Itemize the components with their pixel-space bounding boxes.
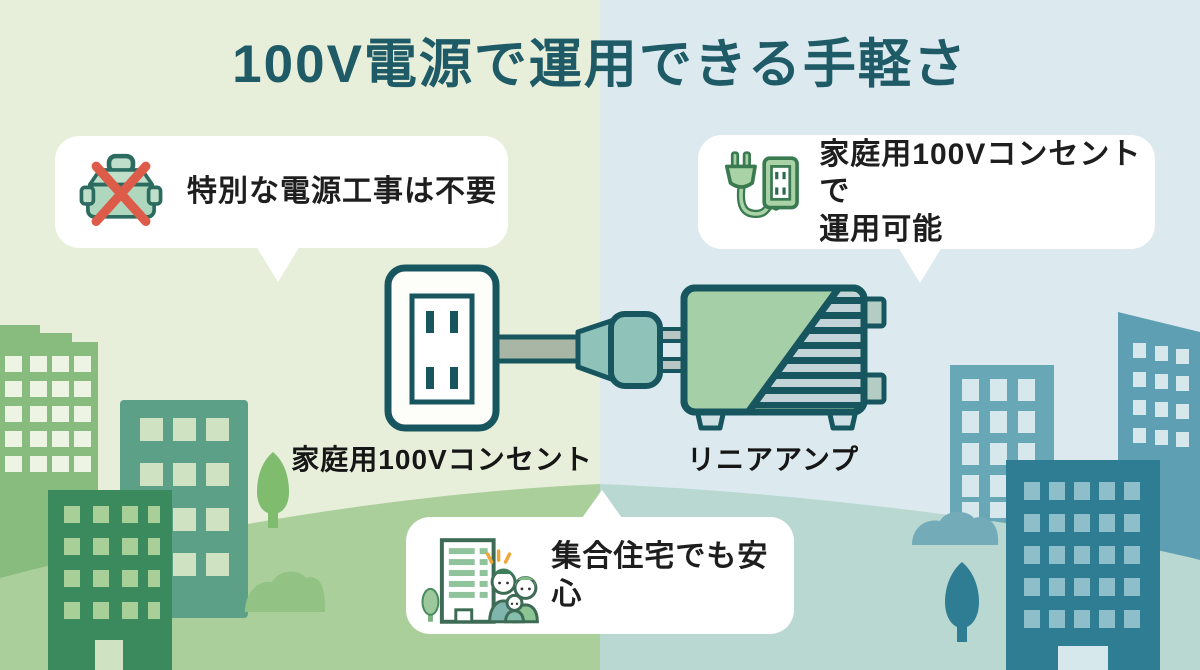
red-cross-icon — [91, 161, 151, 227]
callout-right-line2: 運用可能 — [819, 212, 944, 246]
right-front-building — [1006, 460, 1160, 670]
right-bush — [912, 511, 999, 545]
callout-household-outlet: 家庭用100Vコンセントで 運用可能 — [698, 135, 1155, 283]
toolbox-crossed-icon — [79, 153, 163, 227]
plug-outlet-icon — [724, 151, 799, 219]
outlet-label: 家庭用100Vコンセント — [291, 444, 593, 475]
left-tree — [257, 452, 289, 528]
power-cable — [489, 334, 585, 364]
left-back-building — [0, 325, 98, 590]
wall-outlet-illustration — [384, 264, 500, 432]
speech-tail — [582, 490, 622, 518]
callout-left-label: 特別な電源工事は不要 — [187, 175, 497, 209]
left-bush — [245, 571, 326, 612]
left-front-building — [48, 490, 172, 670]
callout-right-label: 家庭用100Vコンセントで 運用可能 — [819, 136, 1155, 249]
speech-tail — [256, 246, 300, 282]
right-tree — [945, 562, 979, 642]
page-title: 100V電源で運用できる手軽さ — [232, 35, 968, 94]
sparkle-icon — [485, 548, 512, 564]
callout-right-line1: 家庭用100Vコンセントで — [819, 137, 1142, 209]
amplifier-illustration — [680, 284, 887, 431]
callout-bottom-label: 集合住宅でも安心 — [551, 540, 769, 611]
amp-label: リニアアンプ — [686, 444, 860, 475]
plug-illustration — [575, 311, 688, 389]
callout-apartment-safe: 集合住宅でも安心 — [406, 490, 794, 634]
callout-no-construction: 特別な電源工事は不要 — [55, 136, 508, 282]
apartment-family-icon — [421, 537, 539, 624]
speech-tail — [898, 247, 942, 283]
